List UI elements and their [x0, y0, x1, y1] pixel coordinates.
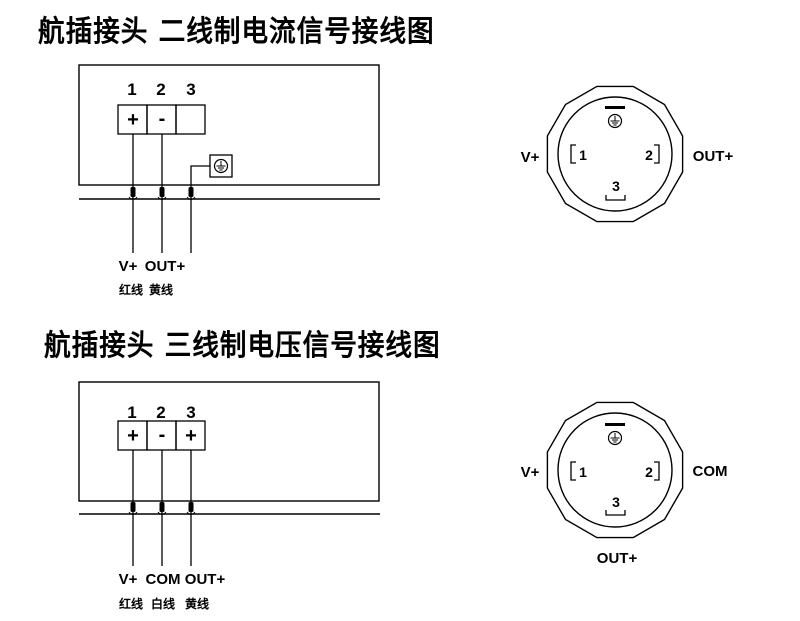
- pin-number: 3: [612, 494, 620, 510]
- wire-out-plus-1: [157, 134, 167, 253]
- earth-ground-icon: [209, 154, 233, 178]
- earth-ground-icon: [607, 430, 623, 446]
- terminal-number: 3: [186, 403, 195, 422]
- connector-right-label: COM: [693, 463, 728, 480]
- terminal-number: 3: [186, 80, 195, 99]
- connector-inner-face: [557, 412, 673, 528]
- pin-number: 1: [579, 147, 587, 163]
- terminal-sign: +: [185, 425, 197, 447]
- wire-signal-label: OUT+: [185, 571, 226, 588]
- wire-color-label: 红线: [119, 596, 143, 611]
- wire-out-plus-2: [186, 450, 196, 566]
- terminal-number: 2: [156, 403, 165, 422]
- wire-signal-label: V+: [119, 258, 138, 275]
- wire-color-label: 黄线: [149, 282, 173, 297]
- diagram-1-title: 航插接头 二线制电流信号接线图: [38, 14, 435, 48]
- earth-ground-icon: [607, 113, 623, 129]
- terminal-sign: -: [159, 108, 166, 130]
- pin-number: 2: [645, 147, 653, 163]
- wire-signal-label: V+: [119, 571, 138, 588]
- diagram-2-title: 航插接头 三线制电压信号接线图: [44, 328, 441, 362]
- wire-com-2: [157, 450, 167, 566]
- terminal-block-2: 1 2 3 + - +: [117, 403, 206, 451]
- device-box-2: [78, 381, 380, 515]
- terminal-3: [175, 104, 206, 135]
- connector-outer-shell: [546, 85, 684, 223]
- pin-number: 3: [612, 178, 620, 194]
- terminal-block-1: 1 2 3 + -: [117, 80, 206, 135]
- pin-number: 1: [579, 464, 587, 480]
- terminal-sign: +: [127, 425, 139, 447]
- wire-signal-label: COM: [146, 571, 181, 588]
- connector-inner-face: [557, 96, 673, 212]
- connector-right-label: OUT+: [693, 148, 734, 165]
- pin-number: 2: [645, 464, 653, 480]
- aviation-connector-2: 1 2 3: [546, 401, 684, 539]
- connector-bottom-label: OUT+: [597, 550, 638, 567]
- terminal-sign: -: [159, 424, 166, 446]
- terminal-number: 1: [127, 80, 136, 99]
- connector-left-label: V+: [521, 464, 540, 481]
- connector-outer-shell: [546, 401, 684, 539]
- wire-v-plus-2: [128, 450, 138, 566]
- connector-left-label: V+: [521, 149, 540, 166]
- device-box-1: [78, 64, 380, 200]
- terminal-sign: +: [127, 109, 139, 131]
- wire-color-label: 黄线: [185, 596, 209, 611]
- terminal-number: 2: [156, 80, 165, 99]
- terminal-number: 1: [127, 403, 136, 422]
- wire-color-label: 白线: [151, 596, 175, 611]
- wire-signal-label: OUT+: [145, 258, 186, 275]
- wire-v-plus-1: [128, 134, 138, 253]
- aviation-connector-1: 1 2 3: [546, 85, 684, 223]
- wire-color-label: 红线: [119, 282, 143, 297]
- wire-ground-1: [186, 165, 210, 253]
